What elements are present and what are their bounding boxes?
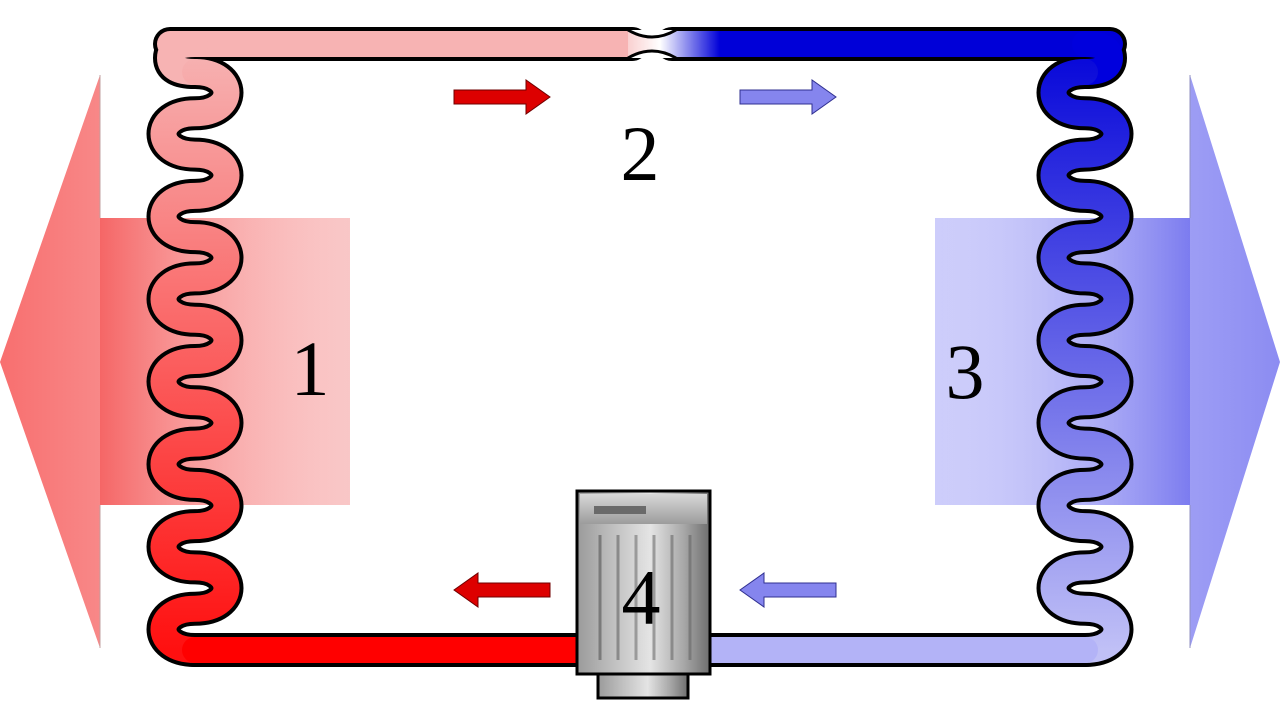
compressor-icon bbox=[575, 489, 712, 700]
expansion-valve bbox=[627, 28, 677, 60]
flow-arrow-bottom-cold bbox=[739, 572, 837, 608]
refrigerant-loop bbox=[146, 27, 1134, 667]
flow-arrow-bottom-hot bbox=[453, 572, 551, 608]
expansion-valve-label: 2 bbox=[621, 110, 660, 197]
condenser-coil bbox=[150, 59, 240, 663]
flow-arrow-top-hot bbox=[453, 79, 551, 115]
evaporator-coil bbox=[1040, 59, 1130, 663]
evaporator-label: 3 bbox=[946, 328, 985, 415]
flow-arrow-top-cold bbox=[739, 79, 837, 115]
condenser-label: 1 bbox=[291, 325, 330, 412]
compressor-label: 4 bbox=[622, 554, 661, 641]
